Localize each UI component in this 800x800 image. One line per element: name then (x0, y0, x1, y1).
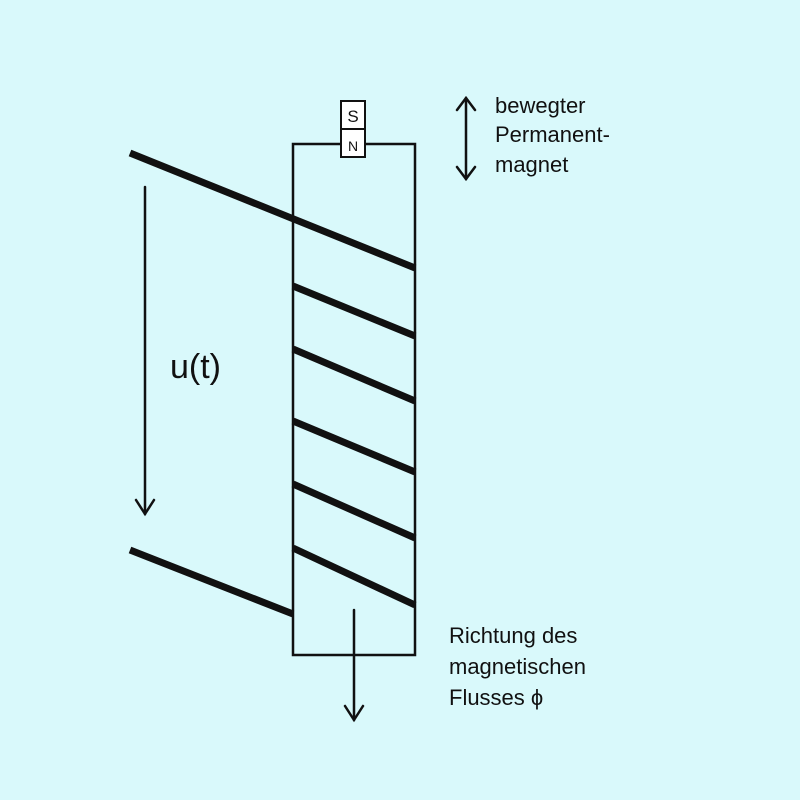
flux-arrow-icon (343, 608, 365, 723)
magnet-label-line2: Permanent- (495, 122, 610, 147)
permanent-magnet: S N (340, 100, 366, 158)
voltage-arrow-icon (134, 185, 156, 517)
movement-double-arrow-icon (455, 95, 477, 182)
magnet-label-line3: magnet (495, 152, 568, 177)
coil-winding (291, 282, 417, 340)
voltage-label: u(t) (170, 348, 221, 386)
magnet-north-label: N (348, 138, 358, 154)
magnet-north-pole (340, 128, 366, 158)
bottom-lead-wire (128, 546, 295, 618)
flux-label-line3: Flusses ϕ (449, 685, 543, 710)
magnet-label-line1: bewegter (495, 93, 586, 118)
flux-label-line2: magnetischen (449, 654, 586, 679)
magnet-south-label: S (347, 107, 358, 126)
flux-label-line1: Richtung des (449, 623, 577, 648)
coil-winding (291, 417, 417, 476)
coil-winding (291, 544, 417, 609)
coil-winding (291, 345, 417, 405)
top-lead-wire (128, 149, 417, 272)
coil-winding (291, 480, 417, 542)
